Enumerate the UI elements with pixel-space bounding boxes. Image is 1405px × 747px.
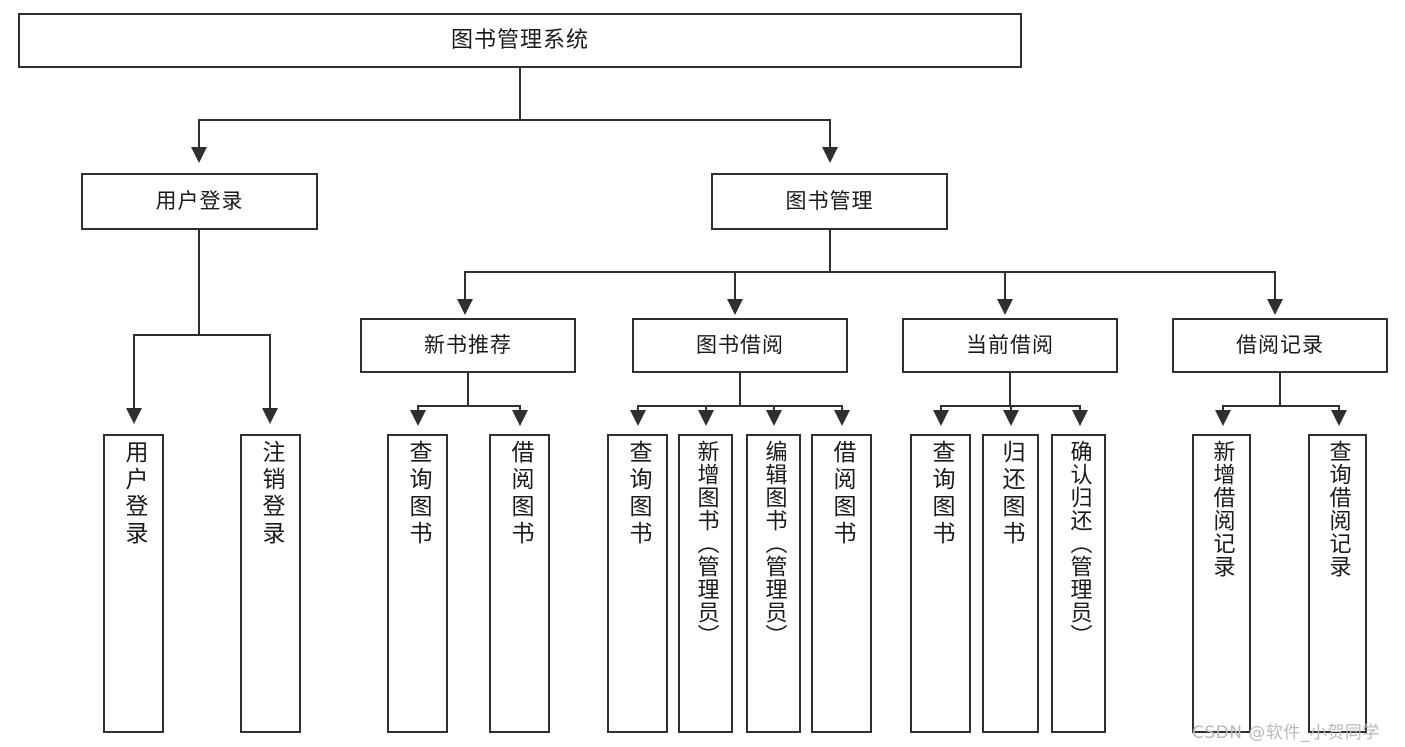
connector-book-borrow-bar	[637, 405, 842, 407]
node-book-borrow[interactable]: 图书借阅	[632, 318, 848, 373]
node-book-management[interactable]: 图书管理	[711, 173, 948, 230]
connector-user-login-to-leaf-1	[133, 334, 135, 410]
leaf-query-book-current[interactable]: 查询图书	[910, 434, 971, 733]
connector-book-borrow-to-leaf-1	[637, 405, 639, 413]
connector-new-book-to-leaf-2	[519, 405, 521, 413]
connector-user-login-bar	[133, 334, 270, 336]
leaf-add-borrow-record[interactable]: 新增借阅记录	[1192, 434, 1251, 733]
connector-current-borrow-to-leaf-2	[1010, 405, 1012, 413]
node-label: 注销登录	[258, 440, 284, 548]
arrowhead-user-login-to-leaf-1	[126, 408, 142, 424]
node-user-login[interactable]: 用户登录	[81, 173, 318, 230]
connector-new-book-stem	[467, 373, 469, 406]
connector-current-borrow-stem	[1009, 373, 1011, 406]
node-label: 图书管理	[785, 189, 874, 214]
connector-book-borrow-stem	[739, 373, 741, 406]
arrowhead-borrow-record-to-leaf-1	[1215, 410, 1231, 426]
leaf-query-book-borrow[interactable]: 查询图书	[607, 434, 668, 733]
node-label: 新增图书（管理员）	[693, 440, 719, 647]
node-label: 借阅图书	[829, 440, 855, 548]
node-label: 图书管理系统	[450, 27, 589, 53]
connector-root-stem	[519, 68, 521, 120]
node-new-book-recommend[interactable]: 新书推荐	[360, 318, 576, 373]
connector-book-manage-to-l3-1	[464, 271, 466, 301]
node-label: 编辑图书（管理员）	[761, 440, 787, 647]
node-label: 借阅记录	[1236, 333, 1324, 358]
arrowhead-current-borrow-to-leaf-2	[1003, 410, 1019, 426]
arrowhead-book-manage-to-l3-4	[1267, 299, 1283, 315]
connector-new-book-to-leaf-1	[417, 405, 419, 413]
connector-current-borrow-to-leaf-1	[940, 405, 942, 413]
connector-user-login-to-leaf-2	[269, 334, 271, 410]
arrowhead-borrow-record-to-leaf-2	[1331, 410, 1347, 426]
arrowhead-book-manage-to-l3-1	[457, 299, 473, 315]
arrowhead-book-borrow-to-leaf-1	[630, 410, 646, 426]
node-label: 查询图书	[625, 440, 651, 548]
arrowhead-current-borrow-to-leaf-1	[933, 410, 949, 426]
connector-borrow-record-stem	[1279, 373, 1281, 406]
node-current-borrow[interactable]: 当前借阅	[902, 318, 1118, 373]
connector-book-borrow-to-leaf-3	[773, 405, 775, 413]
leaf-query-borrow-record[interactable]: 查询借阅记录	[1308, 434, 1367, 733]
arrowhead-user-login-to-leaf-2	[262, 408, 278, 424]
connector-root-bar	[198, 119, 830, 121]
leaf-query-book-recommend[interactable]: 查询图书	[387, 434, 448, 733]
leaf-confirm-return-admin[interactable]: 确认归还（管理员）	[1051, 434, 1106, 733]
connector-current-borrow-to-leaf-3	[1079, 405, 1081, 413]
leaf-borrow-book-borrow[interactable]: 借阅图书	[811, 434, 872, 733]
connector-book-manage-bar	[464, 271, 1276, 273]
node-label: 确认归还（管理员）	[1066, 440, 1092, 647]
connector-root-to-book-manage	[829, 119, 831, 149]
node-label: 图书借阅	[696, 333, 784, 358]
connector-book-manage-to-l3-2	[734, 271, 736, 301]
arrowhead-book-manage-to-l3-2	[727, 299, 743, 315]
leaf-user-login[interactable]: 用户登录	[103, 434, 164, 733]
leaf-user-logout[interactable]: 注销登录	[240, 434, 301, 733]
node-label: 用户登录	[155, 189, 244, 214]
leaf-add-book-admin[interactable]: 新增图书（管理员）	[678, 434, 733, 733]
node-label: 查询图书	[928, 440, 954, 548]
node-label: 当前借阅	[966, 333, 1054, 358]
leaf-return-book[interactable]: 归还图书	[982, 434, 1039, 733]
arrowhead-new-book-to-leaf-2	[512, 410, 528, 426]
connector-borrow-record-to-leaf-1	[1222, 405, 1224, 413]
connector-book-manage-stem	[829, 230, 831, 272]
connector-user-login-stem	[198, 230, 200, 335]
arrowhead-book-manage-to-l3-3	[997, 299, 1013, 315]
arrowhead-current-borrow-to-leaf-3	[1072, 410, 1088, 426]
arrowhead-root-to-user-login	[191, 147, 207, 163]
leaf-edit-book-admin[interactable]: 编辑图书（管理员）	[746, 434, 801, 733]
node-label: 查询图书	[405, 440, 431, 548]
node-label: 借阅图书	[507, 440, 533, 548]
csdn-watermark: CSDN @软件_小贺同学	[1192, 723, 1380, 743]
connector-book-manage-to-l3-3	[1004, 271, 1006, 301]
node-borrow-record[interactable]: 借阅记录	[1172, 318, 1388, 373]
connector-root-to-user-login	[198, 119, 200, 149]
arrowhead-root-to-book-manage	[822, 147, 838, 163]
leaf-borrow-book-recommend[interactable]: 借阅图书	[489, 434, 550, 733]
node-label: 新增借阅记录	[1209, 440, 1235, 578]
arrowhead-book-borrow-to-leaf-2	[698, 410, 714, 426]
arrowhead-new-book-to-leaf-1	[410, 410, 426, 426]
connector-borrow-record-to-leaf-2	[1338, 405, 1340, 413]
node-label: 查询借阅记录	[1325, 440, 1351, 578]
arrowhead-book-borrow-to-leaf-3	[766, 410, 782, 426]
connector-new-book-bar	[417, 405, 520, 407]
node-label: 用户登录	[121, 440, 147, 548]
arrowhead-book-borrow-to-leaf-4	[834, 410, 850, 426]
connector-book-borrow-to-leaf-2	[705, 405, 707, 413]
node-root-book-management-system[interactable]: 图书管理系统	[18, 13, 1022, 68]
connector-borrow-record-bar	[1222, 405, 1340, 407]
connector-book-manage-to-l3-4	[1274, 271, 1276, 301]
connector-book-borrow-to-leaf-4	[841, 405, 843, 413]
node-label: 新书推荐	[424, 333, 512, 358]
node-label: 归还图书	[998, 440, 1024, 548]
